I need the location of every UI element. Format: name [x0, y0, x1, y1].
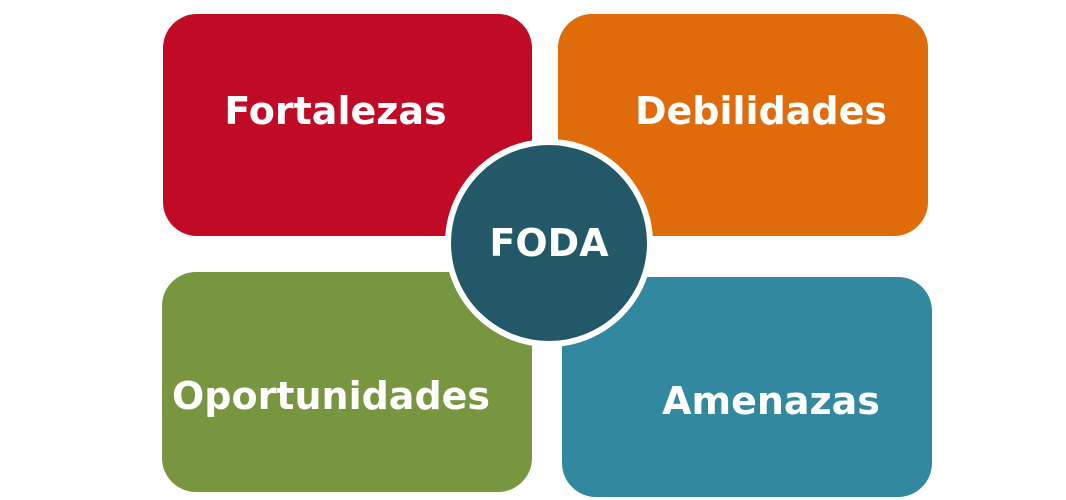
quadrant-label: Oportunidades: [171, 374, 491, 418]
quadrant-fortalezas: Fortalezas: [163, 14, 532, 236]
center-label: FODA: [489, 221, 609, 265]
quadrant-oportunidades: Oportunidades: [162, 272, 532, 492]
quadrant-label: Amenazas: [662, 379, 880, 423]
quadrant-label: Fortalezas: [224, 89, 447, 133]
quadrant-label: Debilidades: [634, 89, 888, 133]
center-circle: FODA: [445, 139, 653, 347]
